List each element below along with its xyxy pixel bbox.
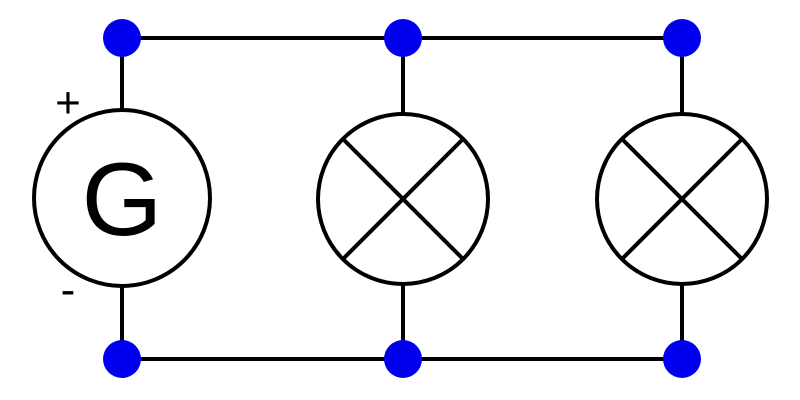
lamp-2-cross-b <box>620 137 744 261</box>
node-bottom-middle <box>384 340 422 378</box>
node-bottom-right <box>663 340 701 378</box>
lamp-2-icon <box>595 112 769 286</box>
node-top-right <box>663 19 701 57</box>
positive-terminal-label: + <box>55 79 81 128</box>
node-top-left <box>103 19 141 57</box>
generator-circle <box>32 108 212 288</box>
negative-terminal-label: - <box>61 266 76 315</box>
lamp-1-cross-b <box>341 137 465 261</box>
generator-label: G <box>82 142 163 258</box>
node-bottom-left <box>103 340 141 378</box>
lamp-1-icon <box>316 112 490 286</box>
generator: G <box>32 108 212 288</box>
node-top-middle <box>384 19 422 57</box>
